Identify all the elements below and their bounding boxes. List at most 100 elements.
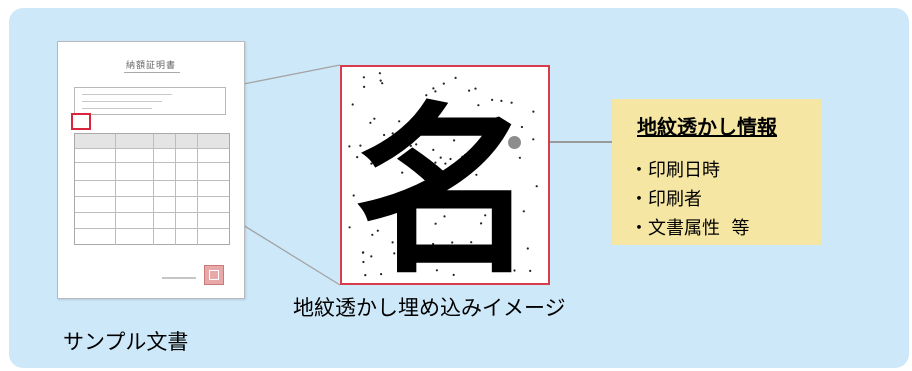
watermark-dot [443,119,446,123]
watermark-dot [435,269,438,272]
watermark-dot [442,186,445,189]
document-seal [204,265,224,285]
watermark-dot [532,138,535,141]
watermark-dot [348,226,351,229]
watermark-dot [451,256,454,259]
header-text-line [82,94,172,95]
table-row-line [75,196,229,197]
info-item: ・印刷者 [630,189,702,210]
watermark-dot [474,87,477,90]
watermark-dot [393,252,396,255]
watermark-dot [454,76,457,79]
zoom-dots [348,72,538,277]
watermark-dot [376,229,379,232]
watermark-dot [463,153,467,157]
watermark-dot [484,214,487,217]
watermark-dot [477,129,480,132]
watermark-zoom-view: 名 [340,65,550,285]
watermark-dot [425,94,428,97]
watermark-dot [373,117,376,120]
watermark-dot [428,184,431,187]
document-table [74,133,230,245]
zoom-dot-marker [508,136,521,149]
watermark-dot [500,99,503,102]
table-row-line [75,180,229,181]
watermark-dot [378,72,381,75]
watermark-dot [434,90,437,93]
watermark-dot [442,82,445,85]
table-header [75,134,229,148]
sample-document: 納額証明書 [57,41,245,299]
watermark-dot [491,202,495,205]
watermark-dot [432,87,435,90]
watermark-dot [473,151,476,154]
table-row-line [75,148,229,149]
document-header-box [74,87,226,115]
watermark-dot [435,249,438,253]
watermark-dot [475,249,478,252]
watermark-dot [449,157,452,161]
watermark-dot [398,145,402,148]
watermark-dot [451,241,454,244]
watermark-dot [522,210,525,213]
header-text-line [82,108,152,109]
watermark-dot [513,269,516,272]
watermark-dot [364,274,367,277]
watermark-dot [434,161,437,164]
watermark-dot [381,82,384,85]
watermark-dot [439,156,442,159]
watermark-dot [362,76,365,79]
watermark-dot [391,132,394,135]
watermark-dot [380,273,383,276]
zoom-caption: 地紋透かし埋め込みイメージ [293,296,566,320]
table-row-line [75,162,229,163]
table-row-line [75,212,229,213]
watermark-dot [475,173,478,176]
info-item: ・印刷日時 [630,160,720,181]
watermark-dot [409,144,412,147]
document-title-underline [124,72,180,73]
table-col-line [197,134,198,245]
watermark-dot [432,242,435,246]
watermark-dot [370,255,373,258]
watermark-dot [361,251,365,254]
header-text-line [82,101,162,102]
watermark-dot [494,205,497,208]
watermark-dot [444,162,447,165]
document-footer-text [162,277,196,279]
watermark-dot [510,101,513,104]
watermark-dot [434,222,437,225]
table-col-line [175,134,176,245]
watermark-dot [402,231,405,234]
watermark-dot [526,247,529,250]
watermark-dot [398,267,401,270]
watermark-dot [399,228,402,231]
watermark-dot [461,155,464,158]
watermark-dot [477,104,480,107]
watermark-dot [383,133,386,137]
watermark-dot [370,162,373,165]
watermark-dot [520,125,523,129]
watermark-dot [532,110,535,113]
watermark-dot [359,144,362,147]
watermark-dot [371,233,374,236]
watermark-highlight-box [71,113,91,130]
watermark-dot [352,194,355,197]
watermark-dot [443,215,446,218]
table-row-line [75,228,229,229]
watermark-dot [388,152,391,155]
watermark-dot [470,241,473,244]
watermark-dot [415,143,418,146]
watermark-dot [369,121,372,124]
watermark-dot [452,273,455,276]
watermark-dot [535,185,538,188]
watermark-dot [529,269,532,272]
watermark-dot [379,79,382,82]
table-col-line [153,134,154,245]
info-list: ・印刷日時 ・印刷者 ・文書属性 等 [630,156,749,243]
watermark-dot [401,171,404,174]
watermark-dot [453,139,456,142]
info-item: ・文書属性 等 [630,218,750,239]
watermark-dot [486,202,489,205]
watermark-dot [362,260,365,264]
